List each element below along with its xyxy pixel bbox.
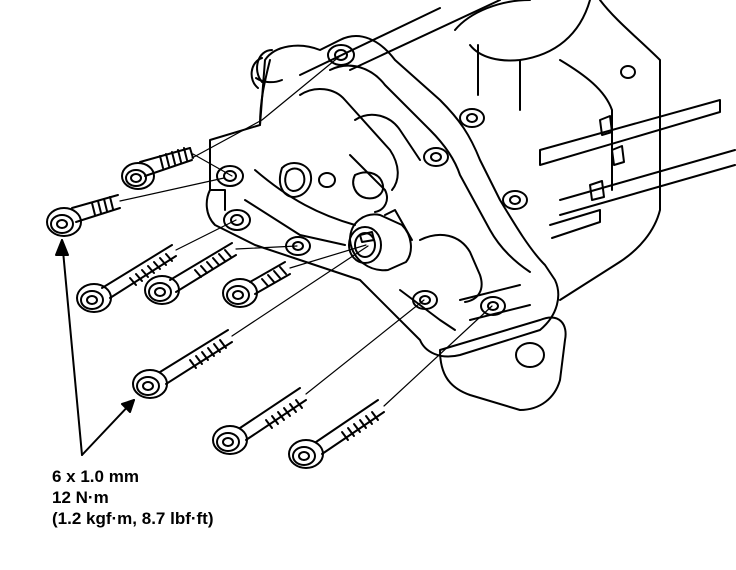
alignment-lines xyxy=(119,55,493,407)
callout-leaders xyxy=(55,239,135,456)
engine-block xyxy=(299,0,736,411)
bolt-set xyxy=(46,147,385,469)
bolt-2 xyxy=(46,194,121,237)
torque-value-label: 12 N·m xyxy=(52,488,109,507)
bolt-3 xyxy=(76,244,177,313)
thread-size-label: 6 x 1.0 mm xyxy=(52,467,139,486)
bolt-7 xyxy=(212,387,307,455)
torque-alt-units-label: (1.2 kgf·m, 8.7 lbf·ft) xyxy=(52,509,214,528)
torque-spec-callout: 6 x 1.0 mm 12 N·m (1.2 kgf·m, 8.7 lbf·ft… xyxy=(52,466,214,529)
oil-pump-body xyxy=(205,35,560,358)
bolt-1 xyxy=(121,147,194,190)
bolt-4 xyxy=(144,242,237,305)
bolt-6 xyxy=(132,329,233,399)
bolt-8 xyxy=(288,399,385,469)
bolt-5 xyxy=(222,261,291,308)
